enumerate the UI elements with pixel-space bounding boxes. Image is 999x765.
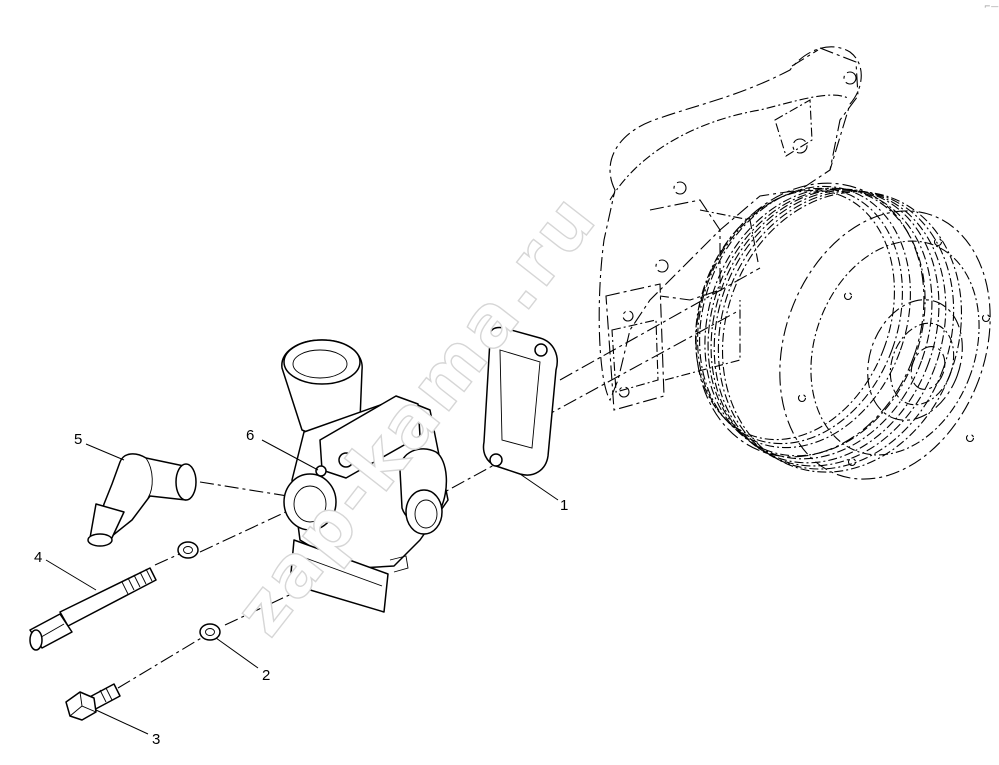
elbow-pipe-illustration — [87, 453, 197, 547]
washer-illustration — [177, 541, 221, 641]
callout-1: 1 — [560, 497, 568, 514]
water-pump-illustration — [598, 46, 991, 480]
callout-2: 2 — [262, 667, 270, 684]
callout-4: 4 — [34, 549, 42, 566]
hex-bolt-illustration — [65, 683, 121, 721]
callout-6: 6 — [246, 427, 254, 444]
stud-bolt-illustration — [29, 567, 157, 651]
watermark-text: zap-kama.ru — [219, 178, 614, 651]
leader-lines — [45, 439, 559, 735]
callout-3: 3 — [152, 731, 160, 748]
gasket-illustration — [482, 326, 558, 476]
thermostat-housing-illustration — [281, 339, 449, 613]
corner-mark: ⌐— — [984, 2, 999, 11]
callout-5: 5 — [74, 431, 82, 448]
